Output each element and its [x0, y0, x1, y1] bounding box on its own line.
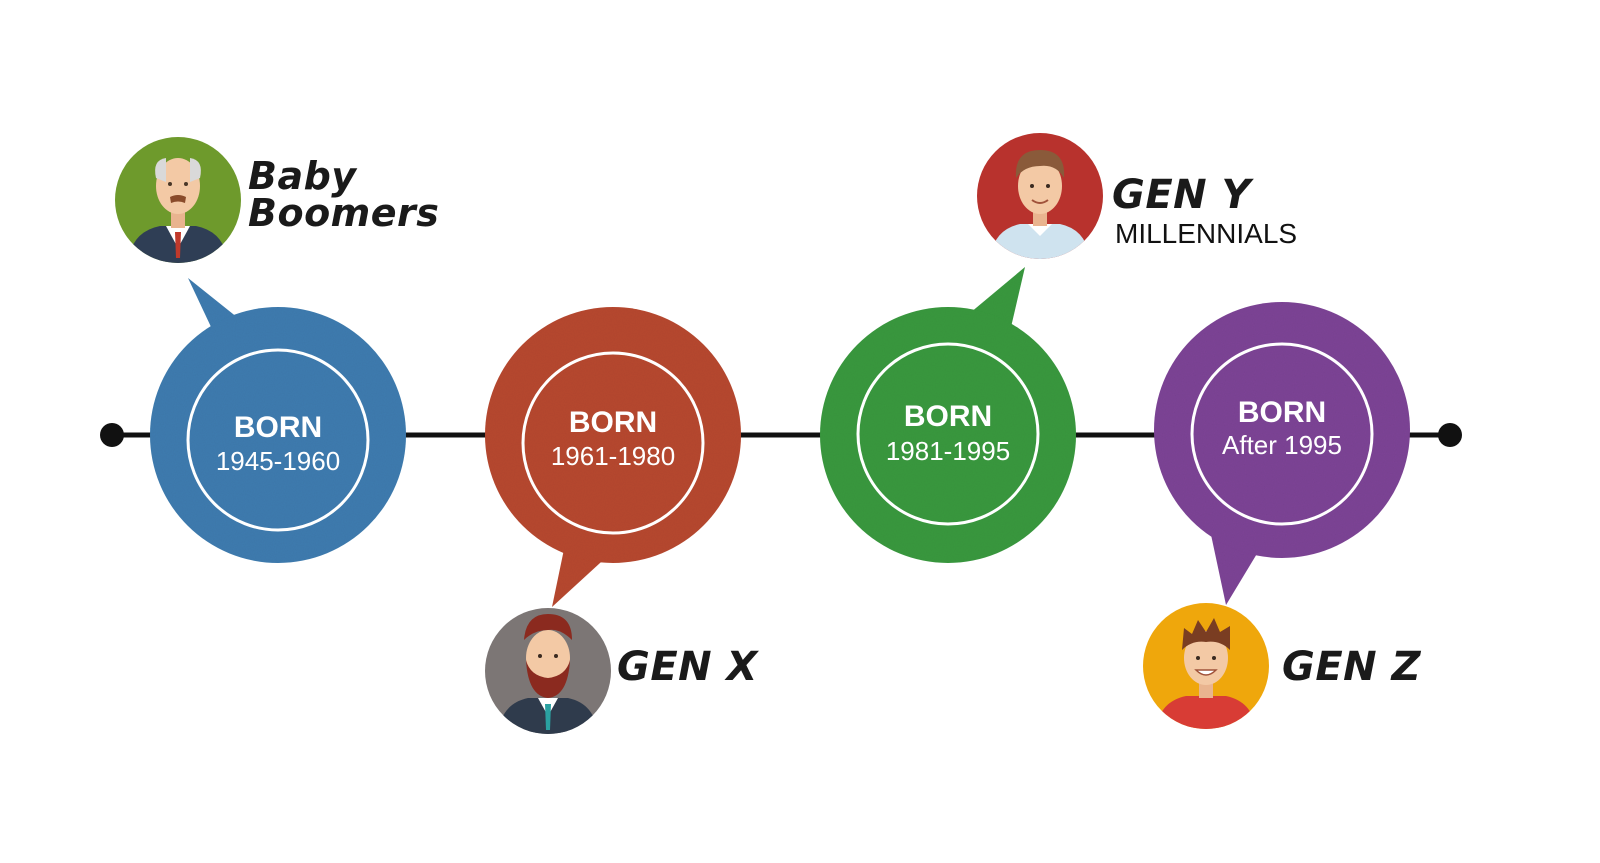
elderly-man-avatar-icon [115, 137, 241, 263]
born-label: BORN [234, 411, 322, 444]
young-man-avatar-icon [977, 133, 1103, 259]
bearded-man-avatar-icon [485, 608, 611, 734]
gen-name-gen-y: GEN Y [1112, 172, 1252, 218]
gen-z-node: BORN After 1995 [1154, 302, 1410, 605]
bubble-inner-ring [856, 342, 1040, 526]
gen-name-baby-boomers-line1: Baby [248, 154, 357, 198]
born-label: BORN [1238, 396, 1326, 429]
birth-years: After 1995 [1222, 430, 1342, 460]
bubble-inner-ring [521, 351, 705, 535]
gen-name-baby-boomers-line2: Boomers [248, 191, 440, 235]
birth-years: 1945-1960 [216, 446, 340, 476]
timeline-start-dot [100, 423, 124, 447]
timeline-end-dot [1438, 423, 1462, 447]
gen-name-gen-x: GEN X [617, 644, 758, 690]
speech-bubble [485, 307, 741, 563]
born-label: BORN [904, 400, 992, 433]
speech-bubble [1154, 302, 1410, 558]
baby-boomers-node: BORN 1945-1960 [150, 278, 406, 563]
birth-years: 1981-1995 [886, 436, 1010, 466]
gen-name-gen-z: GEN Z [1282, 644, 1422, 690]
birth-years: 1961-1980 [551, 441, 675, 471]
gen-y-node: BORN 1981-1995 [820, 267, 1076, 563]
bubble-inner-ring [1190, 342, 1374, 526]
bubble-inner-ring [186, 348, 370, 532]
gen-x-node: BORN 1961-1980 [485, 307, 741, 607]
teen-boy-avatar-icon [1143, 603, 1269, 729]
born-label: BORN [569, 406, 657, 439]
speech-bubble [150, 307, 406, 563]
gen-subtitle-millennials: MILLENNIALS [1115, 218, 1298, 249]
